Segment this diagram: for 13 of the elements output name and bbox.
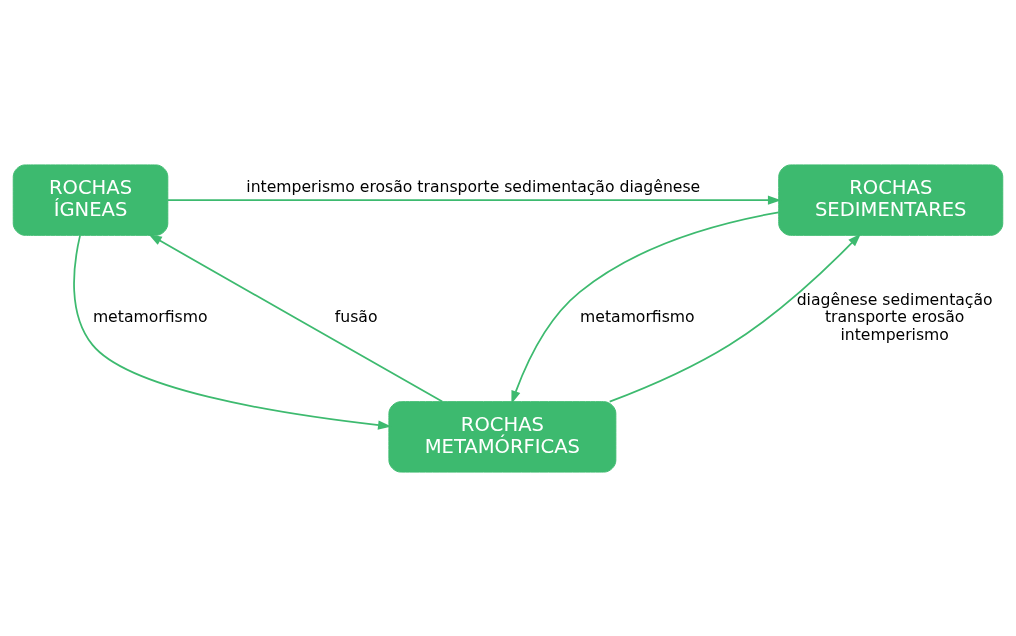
node-box: ROCHAS ÍGNEAS: [12, 163, 169, 236]
edge-label: diagênese sedimentação transporte erosão intemperismo: [796, 289, 993, 344]
node-box: ROCHAS SEDIMENTARES: [778, 163, 1004, 236]
arrow: [608, 232, 862, 402]
edge-label: intemperismo erosão transporte sedimentação diagênese: [246, 176, 701, 196]
arrow: [73, 233, 392, 430]
edge-label: fusão: [334, 306, 378, 326]
node-box: ROCHAS METAMÓRFICAS: [388, 400, 617, 473]
arrow: [511, 210, 780, 404]
arrow: [148, 233, 444, 402]
arrow: [167, 194, 782, 205]
edge-label: metamorfismo: [92, 306, 208, 326]
edge-label: metamorfismo: [580, 306, 695, 326]
